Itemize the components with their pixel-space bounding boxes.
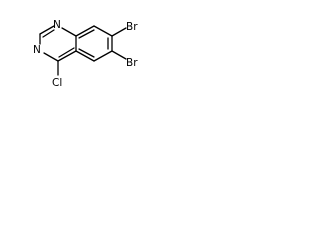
atom-labels: N N Cl Br Br <box>33 19 138 89</box>
bond-c4-c4a-inner <box>58 47 75 58</box>
bond-c8-c7 <box>93 25 113 37</box>
bond-c4-c4a <box>57 50 77 62</box>
bond-c5-c4a <box>75 50 95 62</box>
bond-c6-c5 <box>93 50 113 62</box>
atom-label-n1: N <box>53 19 61 31</box>
bond-c8a-n1 <box>61 27 77 37</box>
atom-label-br6: Br <box>126 57 138 69</box>
bond-c8a-c8-inner <box>78 29 95 39</box>
bond-n1-c2 <box>39 25 55 35</box>
atom-label-br7: Br <box>126 21 138 33</box>
bonds <box>39 25 127 76</box>
bond-c5-c4a-inner <box>78 48 95 58</box>
atom-label-cl: Cl <box>52 77 62 89</box>
molecule-structure: N N Cl Br Br <box>33 19 138 89</box>
atom-label-n3: N <box>33 44 41 56</box>
bond-n1-c2-inner <box>42 29 55 38</box>
bond-n3-c4 <box>43 52 59 62</box>
bond-c8a-c8 <box>75 25 95 37</box>
bond-c6-br <box>111 50 127 60</box>
bond-c7-br <box>111 27 127 37</box>
